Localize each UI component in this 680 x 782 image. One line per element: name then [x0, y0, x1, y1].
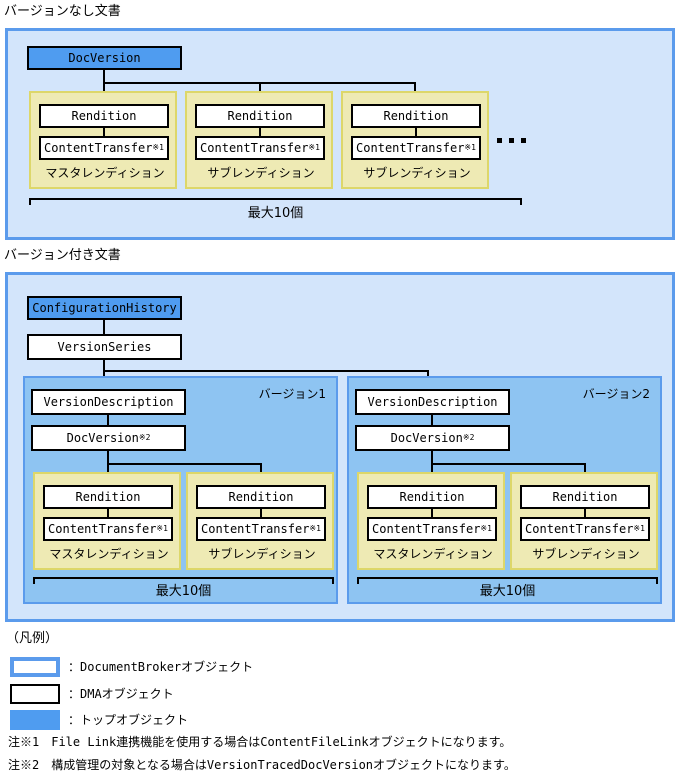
rendition-caption: マスタレンディション	[45, 166, 165, 180]
section-caption-unversioned: バージョンなし文書	[4, 4, 121, 19]
span-bracket	[357, 577, 658, 579]
legend-label-topobject: ：トップオブジェクト	[68, 713, 189, 727]
span-bracket-tick-left	[29, 198, 31, 205]
rendition-caption: マスタレンディション	[49, 547, 169, 561]
span-bracket-label: 最大10個	[155, 584, 212, 599]
rendition-caption: サブレンディション	[532, 547, 640, 561]
box-contenttransfer[interactable]: ContentTransfer※1	[520, 517, 650, 541]
box-docversion[interactable]: DocVersion※2	[355, 425, 510, 451]
rendition-caption: サブレンディション	[207, 166, 315, 180]
box-contenttransfer[interactable]: ContentTransfer※1	[195, 136, 325, 160]
ellipsis-icon	[497, 138, 526, 143]
connector-rendition-bus	[107, 463, 262, 465]
box-contenttransfer-label: ContentTransfer	[48, 522, 157, 536]
span-bracket-tick-left	[357, 577, 359, 584]
legend-label-dma: ：DMAオブジェクト	[68, 687, 174, 701]
version-label: バージョン2	[582, 387, 650, 401]
footnote-1: 注※1 File Link連携機能を使用する場合はContentFileLink…	[8, 735, 512, 749]
box-contenttransfer[interactable]: ContentTransfer※1	[43, 517, 173, 541]
box-docversion-label: DocVersion	[66, 431, 139, 445]
connector-rendition-to-content	[259, 128, 261, 140]
box-contenttransfer[interactable]: ContentTransfer※1	[196, 517, 326, 541]
footnote-2: 注※2 構成管理の対象となる場合はVersionTracedDocVersion…	[8, 758, 516, 772]
span-bracket-tick-right	[656, 577, 658, 584]
box-rendition[interactable]: Rendition	[351, 104, 481, 128]
rendition-caption: サブレンディション	[208, 547, 316, 561]
connector-version-bus	[103, 370, 429, 372]
box-contenttransfer-label: ContentTransfer	[44, 141, 153, 155]
connector-rendition-to-content	[260, 509, 262, 521]
version-label: バージョン1	[258, 387, 326, 401]
connector-rendition-to-content	[584, 509, 586, 521]
rendition-group: Rendition ContentTransfer※1 マスタレンディション	[357, 472, 505, 570]
rendition-group: Rendition ContentTransfer※1 サブレンディション	[510, 472, 658, 570]
rendition-caption: マスタレンディション	[373, 547, 493, 561]
footnote-marker-1: ※1	[309, 524, 321, 533]
box-contenttransfer-label: ContentTransfer	[201, 522, 310, 536]
top-object-swatch	[10, 710, 60, 730]
span-bracket-tick-left	[33, 577, 35, 584]
box-docversion-unversioned[interactable]: DocVersion	[27, 46, 182, 70]
span-bracket	[29, 198, 522, 200]
connector-versionseries-drop	[103, 360, 105, 372]
box-versionseries[interactable]: VersionSeries	[27, 334, 182, 360]
section-caption-versioned: バージョン付き文書	[4, 248, 121, 263]
footnote-marker-1: ※1	[308, 143, 320, 152]
connector-rendition-bus	[431, 463, 586, 465]
box-docversion-label: DocVersion	[390, 431, 463, 445]
version-container: バージョン2 VersionDescription DocVersion※2 R…	[347, 376, 662, 604]
footnote-marker-1: ※1	[633, 524, 645, 533]
span-bracket-label: 最大10個	[247, 206, 304, 221]
box-contenttransfer[interactable]: ContentTransfer※1	[351, 136, 481, 160]
version-container: バージョン1 VersionDescription DocVersion※2 R…	[23, 376, 338, 604]
connector-rendition-to-content	[107, 509, 109, 521]
box-rendition[interactable]: Rendition	[196, 485, 326, 509]
span-bracket-tick-right	[520, 198, 522, 205]
box-contenttransfer-label: ContentTransfer	[525, 522, 634, 536]
box-versiondescription[interactable]: VersionDescription	[31, 389, 186, 415]
box-rendition[interactable]: Rendition	[195, 104, 325, 128]
box-rendition[interactable]: Rendition	[520, 485, 650, 509]
connector-docversion-drop	[107, 451, 109, 465]
box-rendition[interactable]: Rendition	[367, 485, 497, 509]
footnote-marker-1: ※1	[464, 143, 476, 152]
rendition-group: Rendition ContentTransfer※1 サブレンディション	[185, 91, 333, 189]
box-rendition[interactable]: Rendition	[39, 104, 169, 128]
rendition-group: Rendition ContentTransfer※1 サブレンディション	[186, 472, 334, 570]
span-bracket-label: 最大10個	[479, 584, 536, 599]
box-configurationhistory[interactable]: ConfigurationHistory	[27, 296, 182, 320]
connector-desc-to-docversion	[107, 415, 109, 427]
box-contenttransfer-label: ContentTransfer	[200, 141, 309, 155]
box-rendition[interactable]: Rendition	[43, 485, 173, 509]
span-bracket	[33, 577, 334, 579]
dma-swatch	[10, 684, 60, 704]
box-versiondescription[interactable]: VersionDescription	[355, 389, 510, 415]
connector-docversion-drop	[431, 451, 433, 465]
span-bracket-tick-right	[332, 577, 334, 584]
connector-rendition-to-content	[415, 128, 417, 140]
footnote-marker-1: ※1	[480, 524, 492, 533]
connector-confighistory-to-versionseries	[103, 320, 105, 335]
legend-label-documentbroker: ：DocumentBrokerオブジェクト	[68, 660, 254, 674]
footnote-marker-2: ※2	[138, 433, 151, 442]
footnote-marker-2: ※2	[462, 433, 475, 442]
rendition-group: Rendition ContentTransfer※1 サブレンディション	[341, 91, 489, 189]
box-contenttransfer-label: ContentTransfer	[372, 522, 481, 536]
legend-title: （凡例）	[6, 631, 59, 646]
footnote-marker-1: ※1	[156, 524, 168, 533]
rendition-group: Rendition ContentTransfer※1 マスタレンディション	[33, 472, 181, 570]
box-contenttransfer[interactable]: ContentTransfer※1	[39, 136, 169, 160]
connector-desc-to-docversion	[431, 415, 433, 427]
connector-rendition-to-content	[103, 128, 105, 140]
box-contenttransfer[interactable]: ContentTransfer※1	[367, 517, 497, 541]
document-broker-swatch	[10, 657, 60, 677]
rendition-caption: サブレンディション	[363, 166, 471, 180]
rendition-group: Rendition ContentTransfer※1 マスタレンディション	[29, 91, 177, 189]
box-docversion[interactable]: DocVersion※2	[31, 425, 186, 451]
box-contenttransfer-label: ContentTransfer	[356, 141, 465, 155]
connector-docversion-drop	[103, 70, 105, 84]
connector-rendition-to-content	[431, 509, 433, 521]
footnote-marker-1: ※1	[152, 143, 164, 152]
